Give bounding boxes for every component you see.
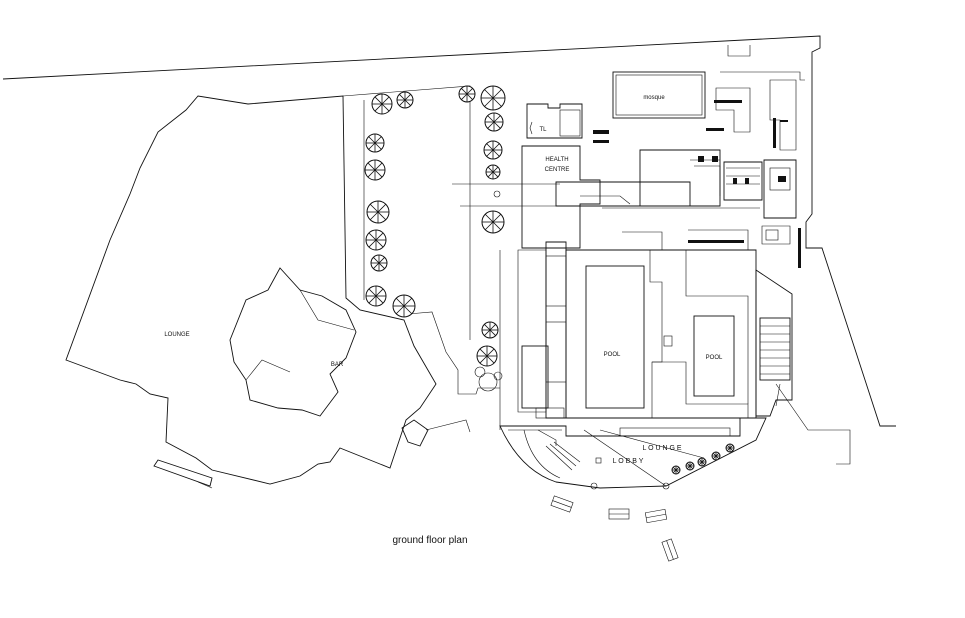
sun-loungers [550,495,679,562]
wall-markers [593,100,801,268]
tree-icon [671,465,681,475]
health-centre-label-1: HEALTH [545,157,568,163]
tree-icon [711,451,721,461]
lobby-label: L O B B Y [613,458,644,465]
tree-icon [366,200,390,224]
tl-label: TL [539,127,547,133]
tree-icon [476,345,498,367]
lounge-lobby-label: L O U N G E [642,445,681,452]
courtyard-features [474,366,503,392]
tree-icon [365,285,387,307]
tree-icon [364,159,386,181]
small-pool-label: POOL [706,355,723,361]
changing-rooms [755,225,851,465]
tree-icon [483,140,503,160]
bar-label: BAR [331,362,344,368]
tree-icon [685,461,695,471]
pool-building [517,229,757,419]
lounge-building [65,95,471,489]
tree-icon [480,85,506,111]
health-centre-label-2: CENTRE [545,167,570,173]
tree-icon [481,321,499,339]
tree-icon [697,457,707,467]
tree-icon [458,85,476,103]
tree-icon [392,294,416,318]
tree-icon [365,133,385,153]
tree-icon [485,164,501,180]
main-pool-label: POOL [604,352,621,358]
tl-structure [526,103,583,139]
lobby-lounge [499,417,767,490]
tree-icon [484,112,504,132]
main-pool [585,265,645,409]
tree-icon [481,210,505,234]
north-corridor [555,149,760,209]
mosque-label: mosque [643,95,665,101]
tree-icon [371,93,393,115]
small-pool [693,315,735,397]
lobby-plants [671,443,735,475]
mosque-building [612,71,706,119]
plan-caption: ground floor plan [392,535,467,546]
health-centre [452,145,601,249]
bar-area [229,267,357,417]
tree-icon [396,91,414,109]
tree-row-west [363,91,471,340]
lounge-label: LOUNGE [164,332,189,338]
tree-icon [365,229,387,251]
tree-icon [725,443,735,453]
service-block [715,79,797,219]
tree-icon [370,254,388,272]
walkway [342,85,501,430]
site-boundary [2,35,896,427]
tree-row-east [458,85,506,367]
